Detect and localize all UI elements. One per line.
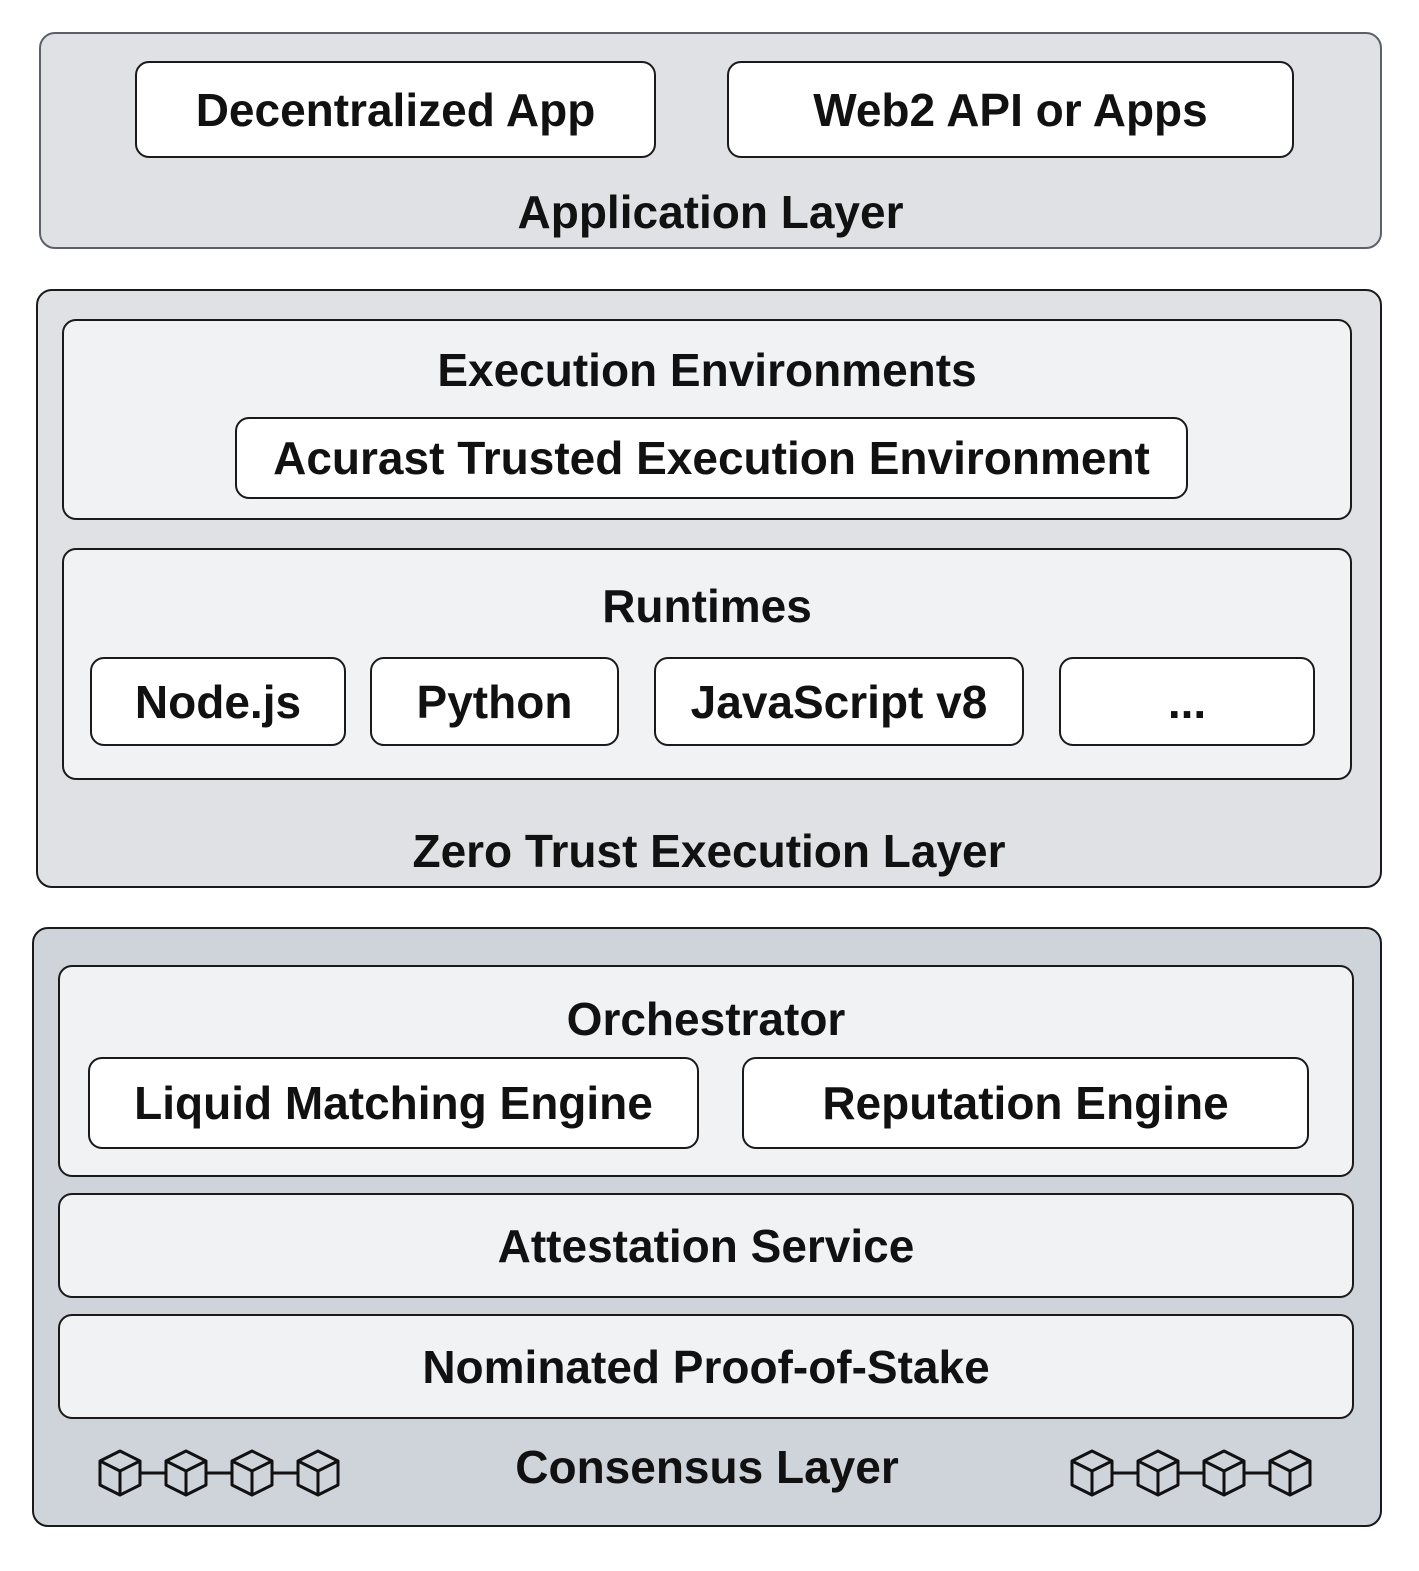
reputation-engine-box: Reputation Engine: [742, 1057, 1309, 1149]
runtime-javascript-v8-label: JavaScript v8: [690, 675, 988, 728]
application-layer: Decentralized App Web2 API or Apps Appli…: [39, 32, 1382, 249]
acurast-tee-box: Acurast Trusted Execution Environment: [235, 417, 1188, 499]
reputation-engine-label: Reputation Engine: [822, 1077, 1229, 1129]
liquid-matching-engine-label: Liquid Matching Engine: [134, 1077, 653, 1129]
runtime-python-box: Python: [370, 657, 619, 746]
decentralized-app-label: Decentralized App: [195, 83, 596, 136]
zero-trust-execution-layer-title: Zero Trust Execution Layer: [412, 825, 1006, 877]
runtimes-title: Runtimes: [602, 580, 812, 632]
nominated-proof-of-stake-box: Nominated Proof-of-Stake: [58, 1314, 1354, 1419]
execution-environments-title: Execution Environments: [437, 344, 977, 396]
runtime-more-label: ...: [1167, 675, 1207, 728]
decentralized-app-box: Decentralized App: [135, 61, 656, 158]
orchestrator-title: Orchestrator: [566, 993, 846, 1045]
runtime-nodejs-label: Node.js: [134, 675, 302, 728]
web2-api-label: Web2 API or Apps: [813, 83, 1208, 136]
runtimes-panel: Runtimes Node.js Python JavaScript v8 ..…: [62, 548, 1352, 780]
runtime-javascript-v8-box: JavaScript v8: [654, 657, 1024, 746]
runtime-nodejs-box: Node.js: [90, 657, 346, 746]
acurast-tee-label: Acurast Trusted Execution Environment: [273, 432, 1150, 484]
orchestrator-panel: Orchestrator Liquid Matching Engine Repu…: [58, 965, 1354, 1177]
attestation-service-label: Attestation Service: [497, 1219, 915, 1272]
application-layer-title: Application Layer: [517, 186, 904, 238]
consensus-layer-title: Consensus Layer: [515, 1441, 899, 1493]
blockchain-icon: [1070, 1449, 1312, 1497]
liquid-matching-engine-box: Liquid Matching Engine: [88, 1057, 699, 1149]
attestation-service-box: Attestation Service: [58, 1193, 1354, 1298]
web2-api-box: Web2 API or Apps: [727, 61, 1294, 158]
runtime-more-box: ...: [1059, 657, 1315, 746]
blockchain-icon: [98, 1449, 340, 1497]
zero-trust-execution-layer: Execution Environments Acurast Trusted E…: [36, 289, 1382, 888]
execution-environments-panel: Execution Environments Acurast Trusted E…: [62, 319, 1352, 520]
consensus-layer: Orchestrator Liquid Matching Engine Repu…: [32, 927, 1382, 1527]
runtime-python-label: Python: [416, 675, 573, 728]
nominated-proof-of-stake-label: Nominated Proof-of-Stake: [422, 1340, 990, 1393]
